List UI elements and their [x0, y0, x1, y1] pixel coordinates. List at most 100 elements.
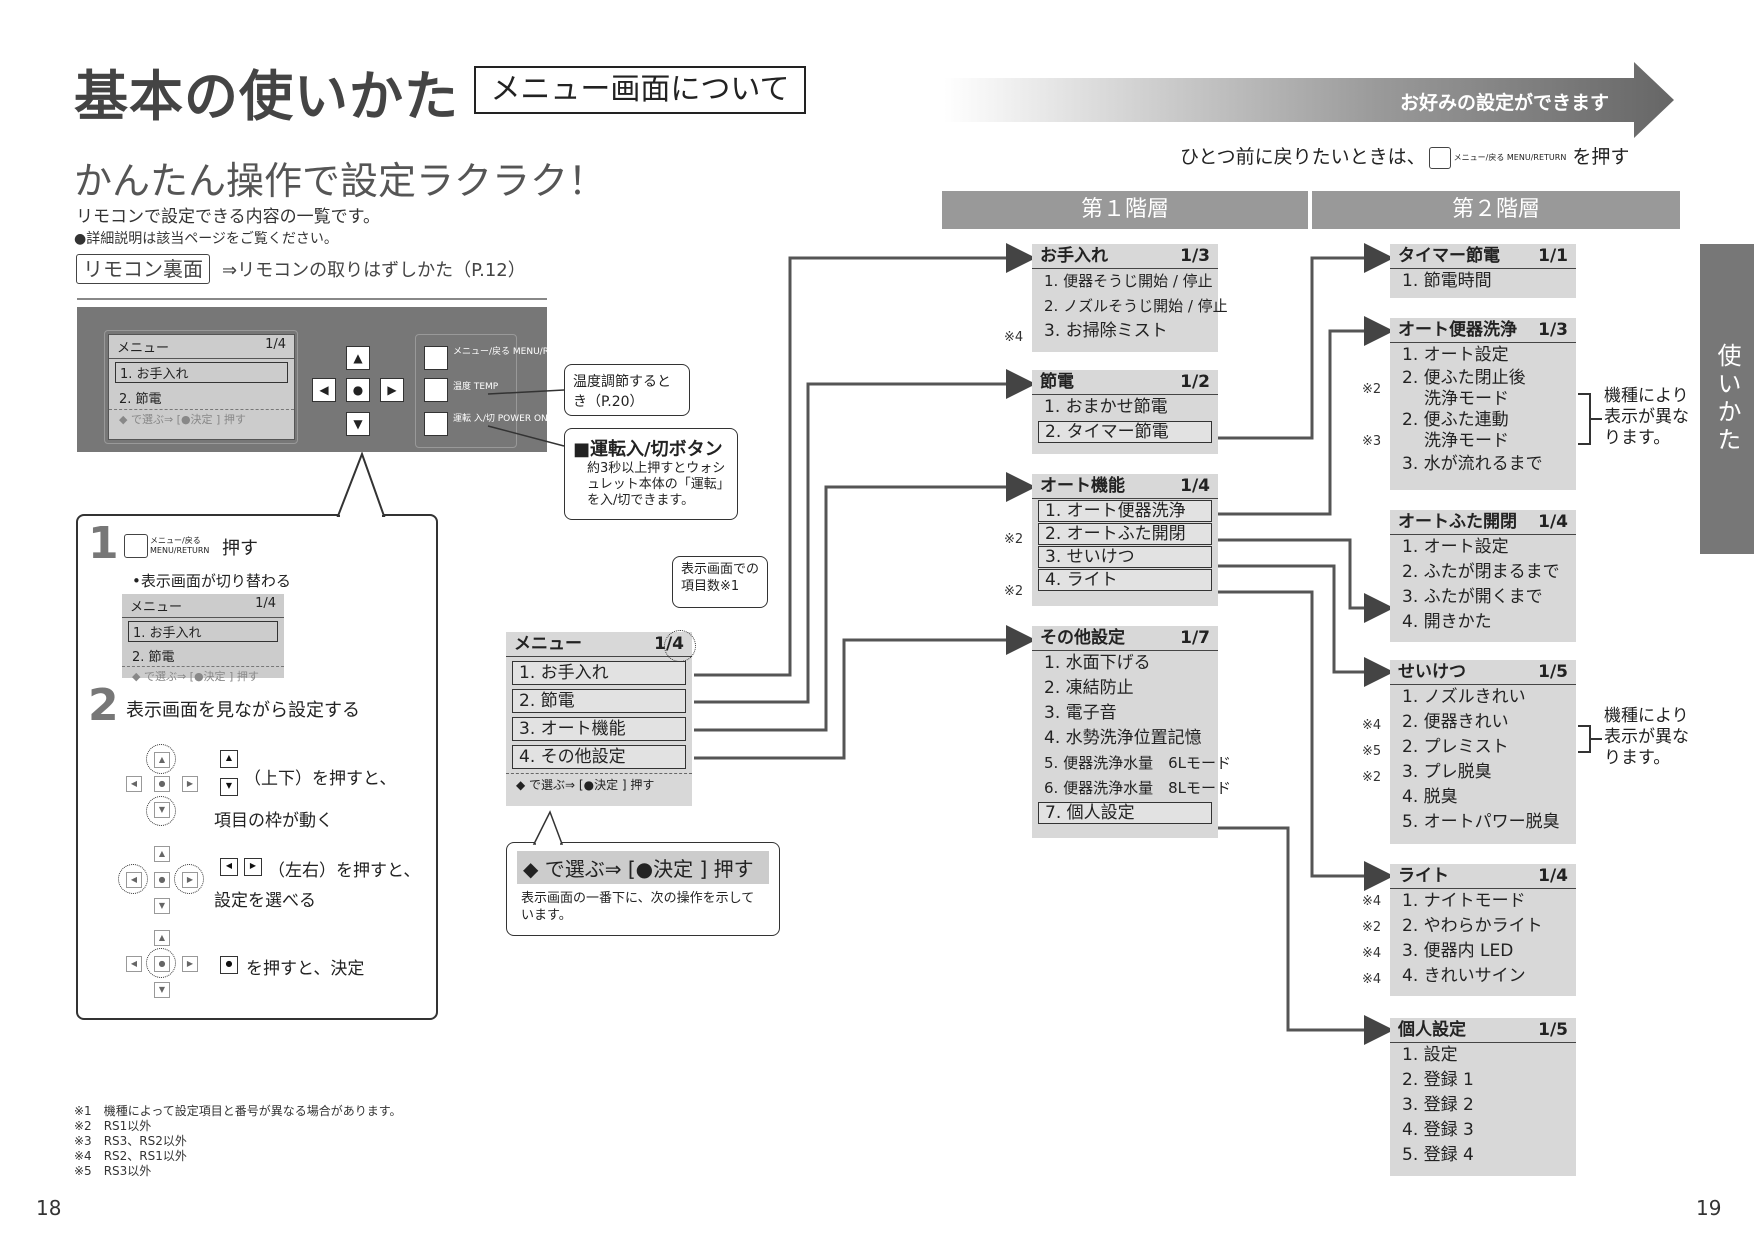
- menu-item[interactable]: 2. 登録 1: [1402, 1070, 1474, 1090]
- menu-item[interactable]: 3. ふたが開くまで: [1402, 587, 1543, 607]
- menu-item[interactable]: 4. 脱臭: [1402, 787, 1458, 807]
- menu-item[interactable]: 1. おまかせ節電: [1044, 397, 1168, 417]
- first-layer-header: 第１階層: [942, 191, 1308, 229]
- step-lcd-item: 2. 節電: [132, 650, 175, 665]
- menu-item[interactable]: 4. 登録 3: [1402, 1120, 1474, 1140]
- step-lcd-title: メニュー: [130, 600, 183, 615]
- footnote: ※2 RS1以外: [74, 1119, 152, 1133]
- menu-item[interactable]: 1. 設定: [1402, 1045, 1458, 1065]
- menu-item[interactable]: 1. 水面下げる: [1044, 653, 1151, 673]
- menu-item[interactable]: 2. やわらかライト: [1402, 916, 1543, 936]
- step-card-pointer: [336, 452, 386, 518]
- menu-item[interactable]: 3. お掃除ミスト: [1044, 321, 1168, 341]
- leftright-text-2: 設定を選べる: [214, 891, 316, 911]
- main-menu-item[interactable]: 4. その他設定: [512, 745, 686, 769]
- menu-item[interactable]: 2. タイマー節電: [1038, 421, 1212, 443]
- main-menu-hint: ◆ で選ぶ⇒ [●決定 ] 押す: [506, 773, 692, 795]
- main-menu-item[interactable]: 1. お手入れ: [512, 661, 686, 685]
- page-number-right: 19: [1696, 1196, 1722, 1220]
- note-mark: ※3: [1362, 434, 1382, 449]
- menu-item[interactable]: 3. プレ脱臭: [1402, 762, 1492, 782]
- menu-item[interactable]: 1. オート設定: [1402, 345, 1509, 365]
- illustration-down-key: ▼: [154, 982, 170, 998]
- menu-item[interactable]: 1. ナイトモード: [1402, 891, 1526, 911]
- temp-key[interactable]: [424, 378, 448, 402]
- menu-item[interactable]: 4. 開きかた: [1402, 612, 1492, 632]
- section-title: メニュー画面について: [474, 66, 806, 114]
- illustration-down-key: ▼: [154, 898, 170, 914]
- menu-page: 1/7: [1180, 628, 1210, 648]
- footnote: ※3 RS3、RS2以外: [74, 1134, 187, 1148]
- illustration-right-key: ▶: [182, 776, 198, 792]
- menu-item[interactable]: 3. せいけつ: [1038, 546, 1212, 568]
- banner-arrow: [944, 62, 1674, 138]
- side-note: 機種により表示が異なります。: [1604, 386, 1689, 448]
- menu-item[interactable]: 1. オート設定: [1402, 537, 1509, 557]
- menu-item[interactable]: 5. 登録 4: [1402, 1145, 1474, 1165]
- left-key[interactable]: ◀: [312, 378, 336, 402]
- menu-item[interactable]: 3. 便器内 LED: [1402, 941, 1514, 961]
- menu-page: 1/4: [1180, 476, 1210, 496]
- menu-item[interactable]: 2. 便器きれい: [1402, 712, 1509, 732]
- menu-item[interactable]: 2. ノズルそうじ開始 / 停止: [1044, 297, 1228, 315]
- main-menu-item[interactable]: 2. 節電: [512, 689, 686, 713]
- menu-item[interactable]: 2. オートふた開閉: [1038, 523, 1212, 545]
- menu-item[interactable]: 1. ノズルきれい: [1402, 687, 1526, 707]
- up-key[interactable]: ▲: [346, 346, 370, 370]
- page-title: 基本の使いかた: [74, 65, 459, 128]
- illustration-up-key: ▲: [154, 930, 170, 946]
- menu-item[interactable]: 6. 便器洗浄水量 8Lモード: [1044, 779, 1231, 797]
- footnote: ※1 機種によって設定項目と番号が異なる場合があります。: [74, 1104, 402, 1118]
- menu-item[interactable]: 2. ふたが閉まるまで: [1402, 562, 1560, 582]
- page-number-left: 18: [36, 1196, 62, 1220]
- main-menu-item[interactable]: 3. オート機能: [512, 717, 686, 741]
- ok-icon: ●: [220, 956, 238, 974]
- lcd-frame: [104, 330, 298, 444]
- remocon-tag: リモコン裏面: [76, 254, 210, 284]
- menu-item-cont: 洗浄モード: [1424, 389, 1509, 409]
- intro-note: ●詳細説明は該当ページをご覧ください。: [74, 231, 338, 247]
- leftright-text-1: （左右）を押すと、: [268, 861, 421, 881]
- step-2-text: 表示画面を見ながら設定する: [126, 700, 360, 721]
- menu-item[interactable]: 7. 個人設定: [1038, 802, 1212, 824]
- side-tab: 使いかた: [1700, 244, 1754, 554]
- callout-lines: [487, 389, 565, 447]
- menu-item[interactable]: 3. 登録 2: [1402, 1095, 1474, 1115]
- menu-page: 1/1: [1538, 246, 1568, 266]
- left-arrow-icon: ◀: [220, 858, 238, 876]
- note-mark: ※4: [1362, 718, 1382, 733]
- down-key[interactable]: ▼: [346, 412, 370, 436]
- menu-return-key[interactable]: [424, 346, 448, 370]
- right-key[interactable]: ▶: [380, 378, 404, 402]
- menu-item[interactable]: 1. 節電時間: [1402, 271, 1492, 291]
- menu-item[interactable]: 1. オート便器洗浄: [1038, 500, 1212, 522]
- menu-item[interactable]: 1. 便器そうじ開始 / 停止: [1044, 272, 1213, 290]
- footnote: ※4 RS2、RS1以外: [74, 1149, 187, 1163]
- menu-item[interactable]: 3. 電子音: [1044, 703, 1117, 723]
- menu-item[interactable]: 3. 水が流れるまで: [1402, 454, 1543, 474]
- power-key[interactable]: [424, 412, 448, 436]
- menu-item[interactable]: 4. ライト: [1038, 569, 1212, 591]
- menu-item[interactable]: 5. オートパワー脱臭: [1402, 812, 1560, 832]
- menu-item[interactable]: 5. 便器洗浄水量 6Lモード: [1044, 754, 1231, 772]
- page-count-ring: [664, 630, 696, 662]
- banner-text: お好みの設定ができます: [1399, 92, 1609, 114]
- menu-item[interactable]: 2. プレミスト: [1402, 737, 1509, 757]
- lcd-title: メニュー: [117, 341, 170, 356]
- note-mark: ※2: [1362, 382, 1382, 397]
- remote-top-edge: [77, 298, 547, 306]
- down-arrow-icon: ▼: [220, 778, 238, 796]
- menu-item[interactable]: 2. 便ふた閉止後: [1402, 368, 1526, 388]
- menu-item[interactable]: 4. 水勢洗浄位置記憶: [1044, 728, 1202, 748]
- menu-item[interactable]: 2. 便ふた連動: [1402, 410, 1509, 430]
- lcd-item-selected: 1. お手入れ: [115, 362, 288, 383]
- illustration-left-key: ◀: [126, 956, 142, 972]
- ok-key[interactable]: ●: [346, 378, 370, 402]
- menu-item[interactable]: 2. 凍結防止: [1044, 678, 1134, 698]
- menu-item[interactable]: 4. きれいサイン: [1402, 966, 1526, 986]
